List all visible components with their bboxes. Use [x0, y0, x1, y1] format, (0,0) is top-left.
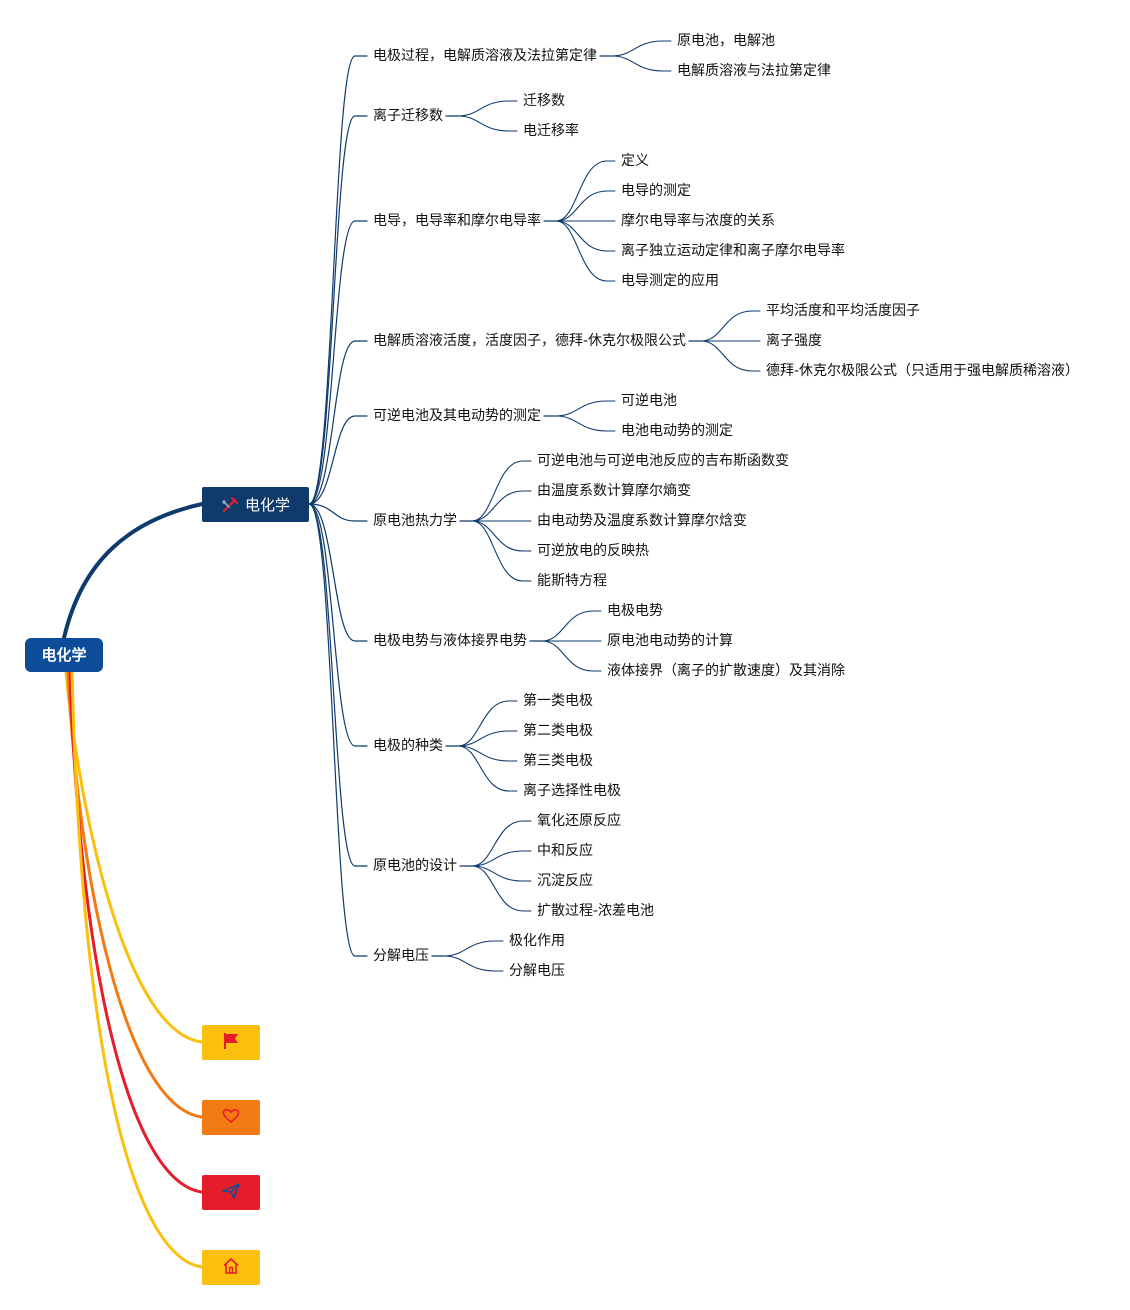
flag-icon: [221, 1031, 241, 1055]
subtopic-node[interactable]: 电解质溶液与法拉第定律: [677, 63, 831, 79]
subtopic-node[interactable]: 氧化还原反应: [537, 813, 621, 829]
topic-connector: [308, 503, 368, 642]
subtopic-node[interactable]: 可逆放电的反映热: [537, 543, 649, 559]
subtopic-node[interactable]: 电导的测定: [621, 183, 691, 199]
child-connector: [443, 940, 504, 957]
child-connector: [443, 955, 504, 972]
heart-node[interactable]: [202, 1100, 260, 1135]
subtopic-node[interactable]: 能斯特方程: [537, 573, 607, 589]
topic-connector: [308, 55, 368, 505]
home-icon: [221, 1256, 241, 1280]
child-connector: [700, 340, 761, 372]
topic-connector: [308, 415, 368, 505]
topic-node[interactable]: 电极过程，电解质溶液及法拉第定律: [373, 48, 597, 64]
child-connector: [471, 820, 532, 867]
subtopic-node[interactable]: 平均活度和平均活度因子: [766, 303, 920, 319]
subtopic-node[interactable]: 由电动势及温度系数计算摩尔焓变: [537, 513, 747, 529]
home-node[interactable]: [202, 1250, 260, 1285]
child-connector: [700, 310, 761, 342]
topic-node[interactable]: 电导，电导率和摩尔电导率: [373, 213, 541, 229]
subtopic-node[interactable]: 分解电压: [509, 963, 565, 979]
child-connector: [471, 490, 532, 522]
topic-node[interactable]: 电极的种类: [373, 738, 443, 754]
icon-node-connector: [68, 670, 204, 1194]
child-connector: [471, 520, 532, 582]
root-to-main-connector: [62, 502, 204, 640]
child-connector: [457, 730, 518, 747]
subtopic-node[interactable]: 电导测定的应用: [621, 273, 719, 289]
subtopic-node[interactable]: 原电池电动势的计算: [607, 633, 733, 649]
topic-connector: [308, 503, 368, 522]
topic-connector: [308, 503, 368, 747]
subtopic-node[interactable]: 迁移数: [523, 93, 565, 109]
subtopic-node[interactable]: 中和反应: [537, 843, 593, 859]
child-connector: [555, 220, 616, 252]
subtopic-node[interactable]: 电迁移率: [523, 123, 579, 139]
main-topic-node[interactable]: 电化学: [202, 487, 309, 522]
child-connector: [555, 400, 616, 417]
child-connector: [457, 115, 518, 132]
subtopic-node[interactable]: 电极电势: [607, 603, 663, 619]
icon-node-connector: [70, 670, 204, 1269]
heart-icon: [221, 1106, 241, 1130]
subtopic-node[interactable]: 扩散过程-浓差电池: [537, 903, 655, 919]
child-connector: [457, 700, 518, 747]
subtopic-node[interactable]: 摩尔电导率与浓度的关系: [621, 213, 775, 229]
subtopic-node[interactable]: 离子选择性电极: [523, 783, 621, 799]
send-icon: [221, 1181, 241, 1205]
child-connector: [555, 190, 616, 222]
topic-connector: [308, 503, 368, 867]
topic-node[interactable]: 电解质溶液活度，活度因子，德拜-休克尔极限公式: [373, 333, 687, 349]
topic-node[interactable]: 离子迁移数: [373, 108, 443, 124]
topic-node[interactable]: 可逆电池及其电动势的测定: [373, 408, 541, 424]
child-connector: [457, 100, 518, 117]
subtopic-node[interactable]: 可逆电池: [621, 393, 677, 409]
child-connector: [555, 160, 616, 222]
subtopic-node[interactable]: 第三类电极: [523, 753, 593, 769]
subtopic-node[interactable]: 原电池，电解池: [677, 33, 775, 49]
subtopic-node[interactable]: 沉淀反应: [537, 873, 593, 889]
subtopic-node[interactable]: 离子强度: [766, 333, 822, 349]
topic-node[interactable]: 电极电势与液体接界电势: [373, 633, 527, 649]
child-connector: [471, 850, 532, 867]
topic-connector: [308, 115, 368, 505]
child-connector: [471, 865, 532, 882]
subtopic-node[interactable]: 德拜-休克尔极限公式（只适用于强电解质稀溶液）: [766, 363, 1080, 379]
child-connector: [471, 460, 532, 522]
child-connector: [471, 520, 532, 552]
child-connector: [555, 220, 616, 282]
subtopic-node[interactable]: 电池电动势的测定: [621, 423, 733, 439]
topic-connector: [308, 503, 368, 957]
subtopic-node[interactable]: 液体接界（离子的扩散速度）及其消除: [607, 663, 845, 679]
hammer-tools-icon: [221, 496, 239, 514]
subtopic-node[interactable]: 定义: [621, 153, 649, 169]
icon-node-connector: [64, 670, 204, 1044]
child-connector: [471, 865, 532, 912]
topic-node[interactable]: 分解电压: [373, 948, 429, 964]
main-topic-label: 电化学: [244, 496, 290, 514]
subtopic-node[interactable]: 离子独立运动定律和离子摩尔电导率: [621, 243, 845, 259]
icon-node-connector: [66, 670, 204, 1119]
child-connector: [541, 610, 602, 642]
child-connector: [611, 55, 672, 72]
root-node[interactable]: 电化学: [25, 638, 103, 672]
child-connector: [457, 745, 518, 792]
send-node[interactable]: [202, 1175, 260, 1210]
subtopic-node[interactable]: 第一类电极: [523, 693, 593, 709]
child-connector: [541, 640, 602, 672]
topic-connector: [308, 220, 368, 505]
child-connector: [555, 415, 616, 432]
topic-node[interactable]: 原电池的设计: [373, 858, 457, 874]
child-connector: [457, 745, 518, 762]
subtopic-node[interactable]: 第二类电极: [523, 723, 593, 739]
child-connector: [611, 40, 672, 57]
topic-connector: [308, 340, 368, 505]
subtopic-node[interactable]: 可逆电池与可逆电池反应的吉布斯函数变: [537, 453, 789, 469]
subtopic-node[interactable]: 极化作用: [509, 933, 565, 949]
topic-node[interactable]: 原电池热力学: [373, 513, 457, 529]
flag-node[interactable]: [202, 1025, 260, 1060]
subtopic-node[interactable]: 由温度系数计算摩尔熵变: [537, 483, 691, 499]
